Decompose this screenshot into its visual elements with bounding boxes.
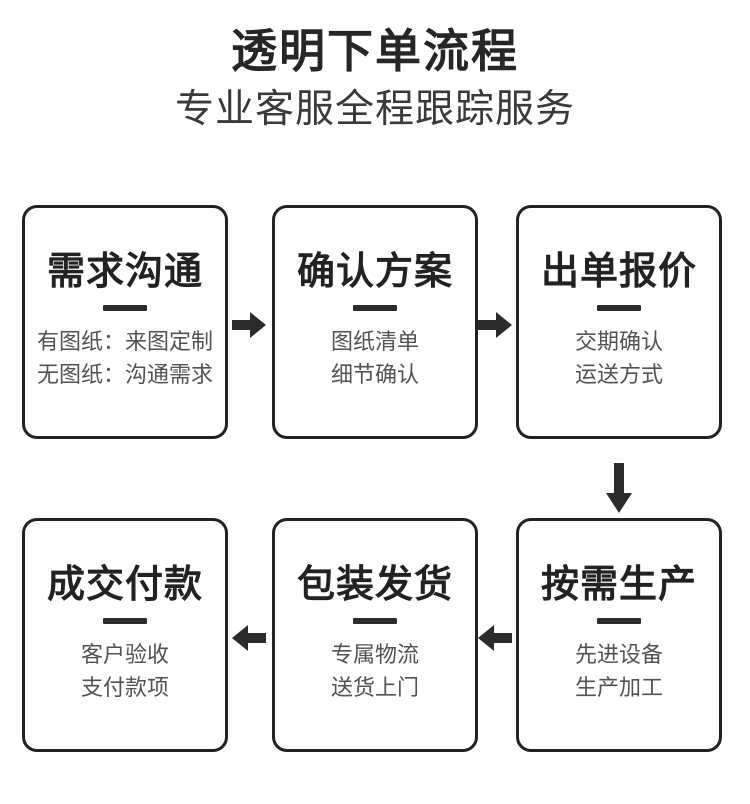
step-lines-3: 交期确认 运送方式 — [575, 325, 663, 391]
step-card-3[interactable]: 出单报价 交期确认 运送方式 — [516, 205, 722, 439]
step-line: 细节确认 — [330, 362, 419, 387]
step-title-4: 按需生产 — [540, 564, 697, 606]
step-title-6: 成交付款 — [46, 564, 203, 606]
step-card-1[interactable]: 需求沟通 有图纸：来图定制 无图纸：沟通需求 — [22, 205, 228, 439]
flow-diagram: 需求沟通 有图纸：来图定制 无图纸：沟通需求 确认方案 图纸清单 细节确认 出单… — [0, 205, 750, 785]
step-line: 图纸清单 — [330, 329, 419, 354]
step-line: 无图纸：沟通需求 — [36, 362, 213, 387]
step-line: 生产加工 — [574, 675, 663, 700]
step-card-4[interactable]: 按需生产 先进设备 生产加工 — [516, 518, 722, 752]
step-line: 支付款项 — [80, 675, 169, 700]
step-lines-2: 图纸清单 细节确认 — [331, 325, 419, 391]
arrow-left-icon — [232, 623, 266, 653]
step-line: 送货上门 — [330, 675, 419, 700]
step-title-5: 包装发货 — [296, 564, 453, 606]
step-divider-4 — [597, 618, 641, 624]
step-divider-5 — [353, 618, 397, 624]
step-line: 客户验收 — [80, 642, 169, 667]
step-divider-1 — [103, 305, 147, 311]
step-title-2: 确认方案 — [296, 251, 453, 293]
header: 透明下单流程 专业客服全程跟踪服务 — [0, 24, 750, 135]
arrow-down-icon — [604, 463, 634, 513]
step-card-5[interactable]: 包装发货 专属物流 送货上门 — [272, 518, 478, 752]
step-line: 交期确认 — [574, 329, 663, 354]
step-title-1: 需求沟通 — [46, 251, 203, 293]
step-lines-6: 客户验收 支付款项 — [81, 638, 169, 704]
step-line: 有图纸：来图定制 — [36, 329, 213, 354]
flow-row-top: 需求沟通 有图纸：来图定制 无图纸：沟通需求 确认方案 图纸清单 细节确认 出单… — [0, 205, 750, 445]
step-lines-4: 先进设备 生产加工 — [575, 638, 663, 704]
step-line: 专属物流 — [330, 642, 419, 667]
step-divider-3 — [597, 305, 641, 311]
step-divider-6 — [103, 618, 147, 624]
step-lines-1: 有图纸：来图定制 无图纸：沟通需求 — [37, 325, 213, 391]
arrow-left-icon — [478, 623, 512, 653]
step-title-3: 出单报价 — [540, 251, 697, 293]
arrow-right-icon — [232, 310, 266, 340]
step-card-6[interactable]: 成交付款 客户验收 支付款项 — [22, 518, 228, 752]
step-divider-2 — [353, 305, 397, 311]
page-subtitle: 专业客服全程跟踪服务 — [174, 88, 575, 132]
step-line: 先进设备 — [574, 642, 663, 667]
step-line: 运送方式 — [574, 362, 663, 387]
page-title: 透明下单流程 — [231, 25, 519, 77]
flow-row-bottom: 成交付款 客户验收 支付款项 包装发货 专属物流 送货上门 按需生产 — [0, 518, 750, 758]
arrow-right-icon — [478, 310, 512, 340]
step-lines-5: 专属物流 送货上门 — [331, 638, 419, 704]
step-card-2[interactable]: 确认方案 图纸清单 细节确认 — [272, 205, 478, 439]
